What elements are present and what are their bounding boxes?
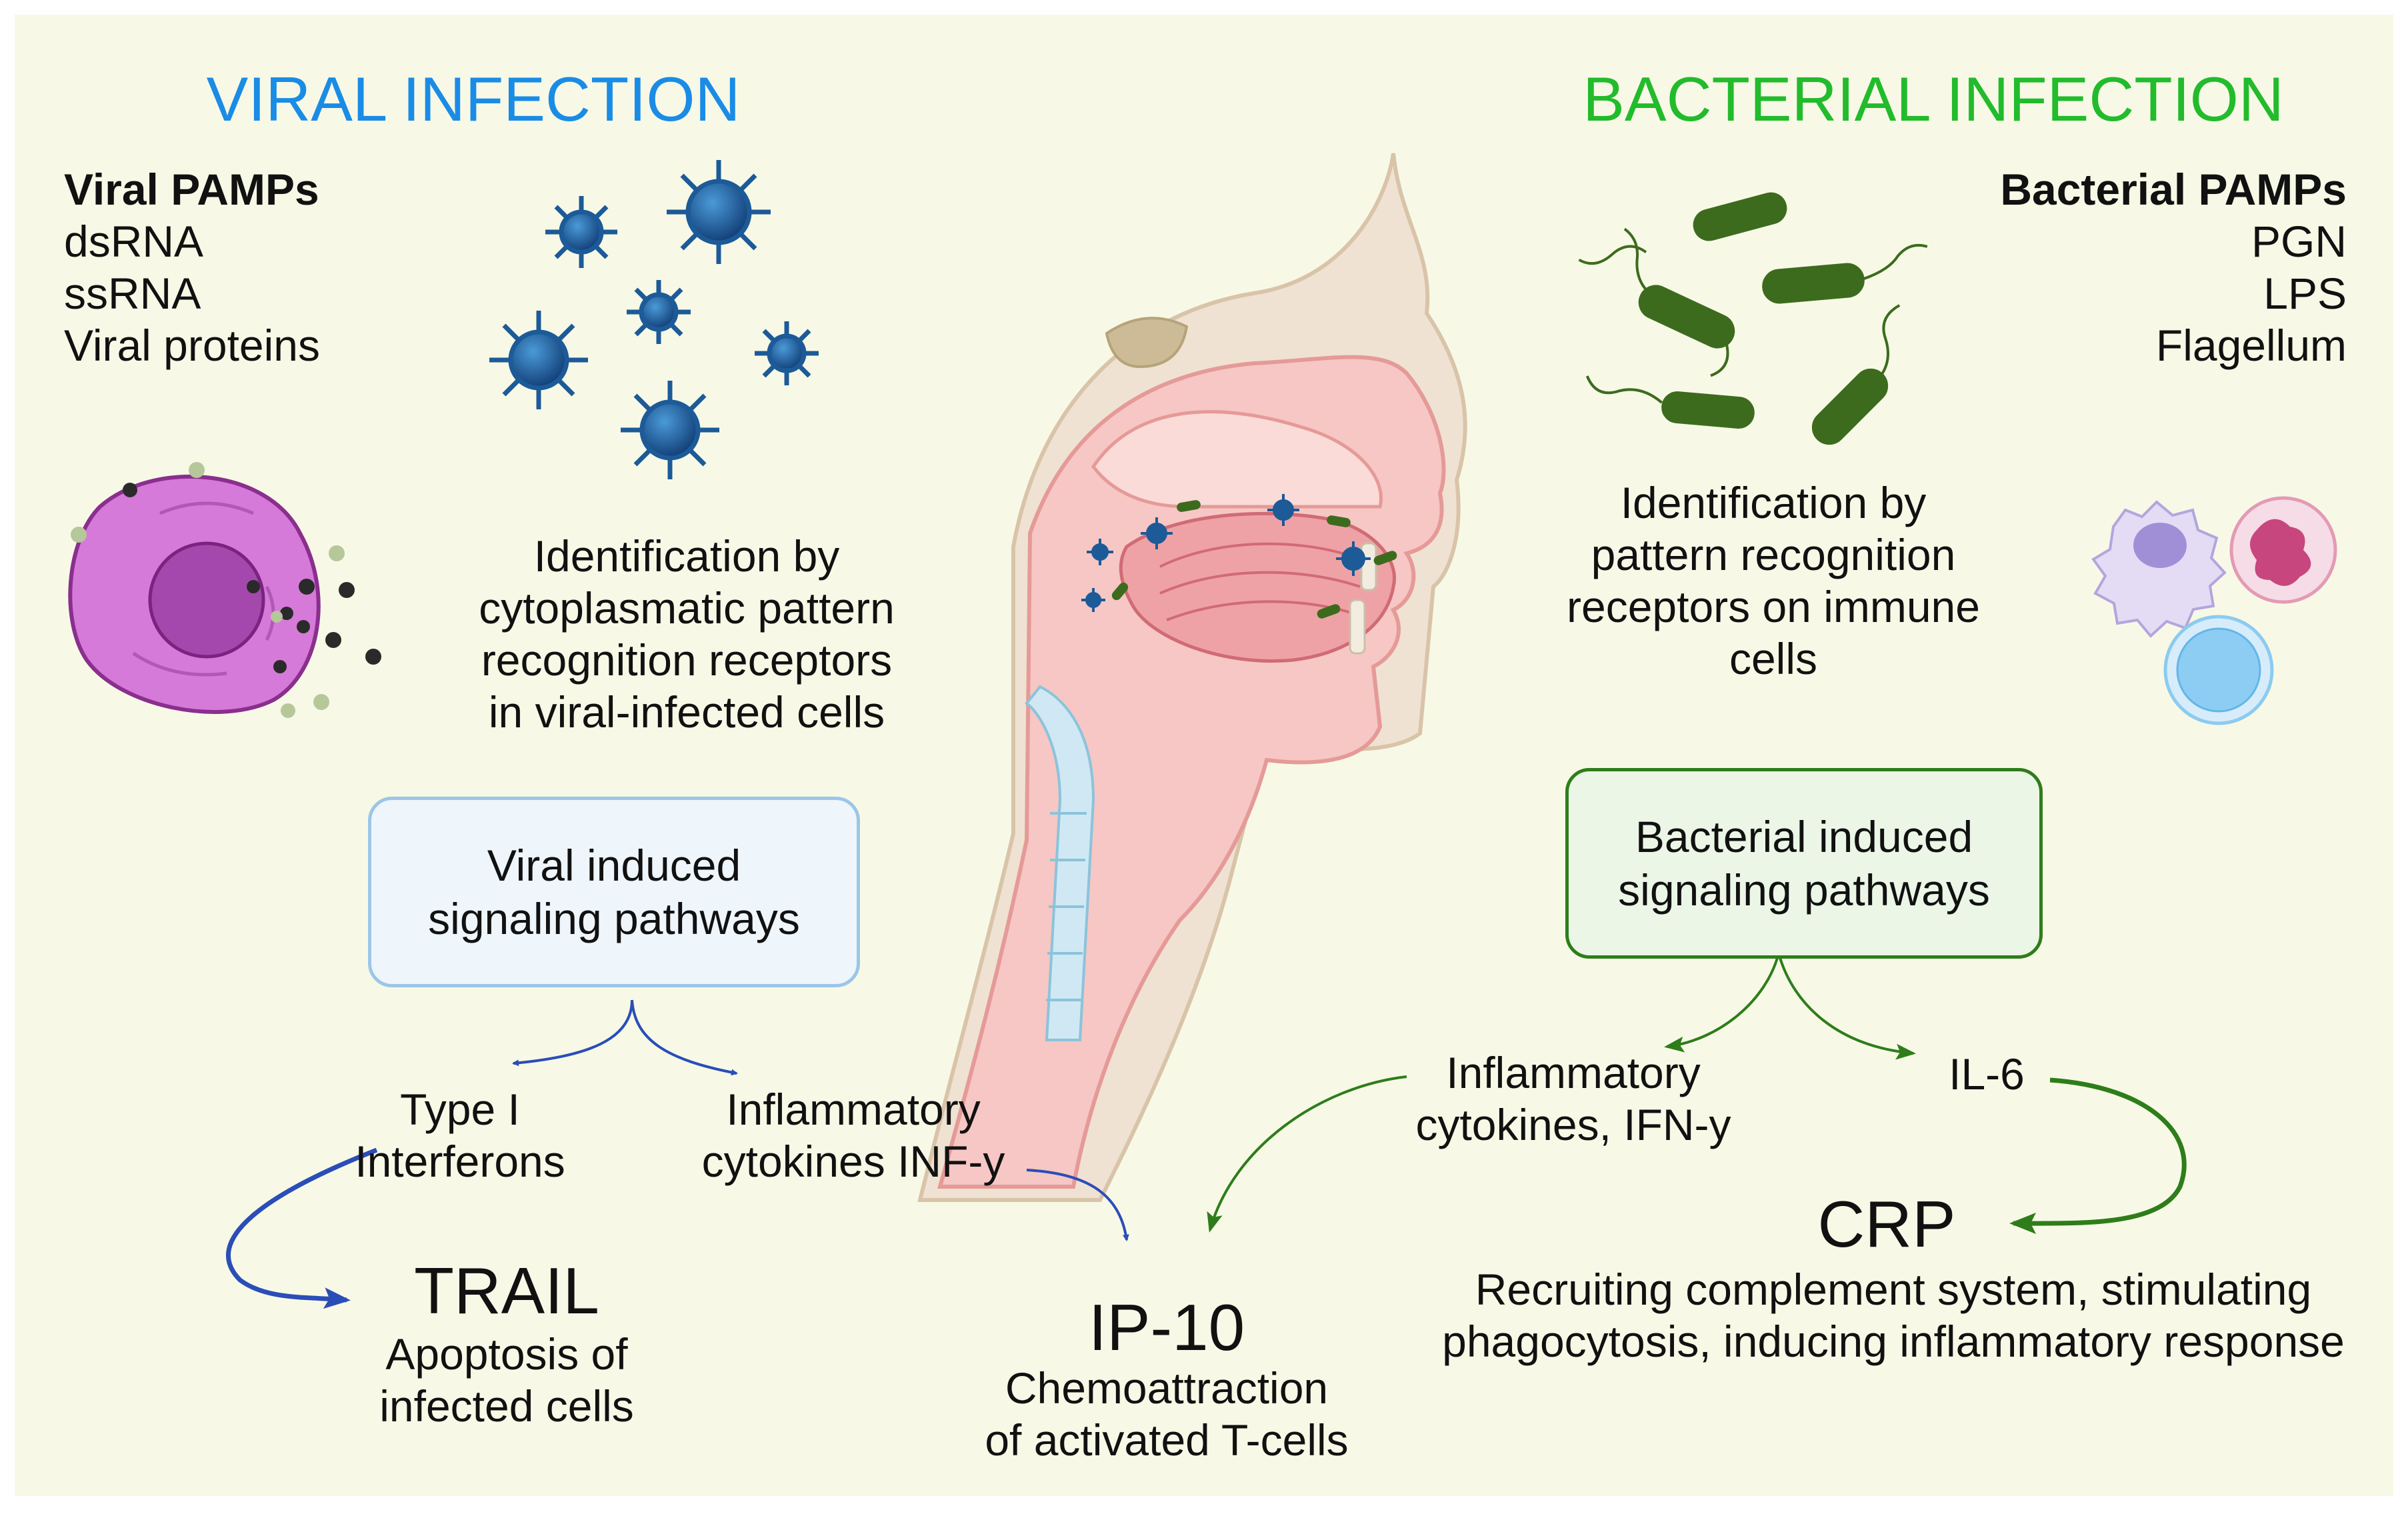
arrow-type1-to-trail: [225, 1147, 378, 1309]
trail-description: Apoptosis of infected cells: [333, 1328, 680, 1432]
bacterial-inflammatory-label: Inflammatory cytokines, IFN-y: [1387, 1047, 1760, 1151]
virus-icon: [627, 280, 691, 344]
crp-desc-line: Recruiting complement system, stimulatin…: [1475, 1265, 2312, 1314]
bacterial-identification-line: Identification by: [1620, 478, 1927, 527]
virus-icon: [545, 196, 617, 268]
bacterial-pamps-list: Bacterial PAMPs PGN LPS Flagellum: [1933, 163, 2347, 371]
type1-line: Interferons: [355, 1137, 565, 1186]
bacterial-signaling-box: Bacterial induced signaling pathways: [1565, 768, 2043, 959]
crp-title: CRP: [1817, 1187, 1956, 1261]
trail-desc-line: infected cells: [379, 1381, 634, 1431]
virus-icon: [621, 381, 719, 479]
viral-pamp-item: dsRNA: [64, 217, 204, 266]
bacterial-box-line: signaling pathways: [1618, 865, 1990, 915]
arrow-inflammatory-to-ip10-bacterial: [1207, 1075, 1407, 1233]
viral-inflammatory-line: cytokines INF-y: [701, 1137, 1005, 1186]
type1-interferons-label: Type I Interferons: [320, 1083, 600, 1187]
arrow-to-il6: [1777, 953, 1916, 1060]
arrow-il6-to-crp: [2009, 1077, 2187, 1235]
arrow-to-inflammatory-bacterial: [1664, 953, 1780, 1053]
viral-identification-line: cytoplasmatic pattern: [479, 583, 895, 633]
bacterium-icon: [1623, 227, 1735, 377]
bacterium-icon: [1585, 375, 1755, 429]
bacterial-pamp-item: LPS: [2263, 269, 2347, 318]
bacterial-pamp-item: Flagellum: [2155, 321, 2347, 370]
ip10-description: Chemoattraction of activated T-cells: [947, 1362, 1387, 1466]
viral-pamps-title: Viral PAMPs: [64, 165, 319, 214]
viral-inflammatory-label: Inflammatory cytokines INF-y: [673, 1083, 1033, 1187]
trail-desc-line: Apoptosis of: [385, 1329, 628, 1379]
bacterial-title: BACTERIAL INFECTION: [1583, 64, 2284, 134]
virus-icon: [667, 160, 771, 264]
lymphocyte-icon: [2163, 615, 2274, 725]
bacterial-box-line: Bacterial induced: [1635, 812, 1973, 861]
type1-line: Type I: [400, 1085, 520, 1134]
bacterial-identification-line: pattern recognition: [1591, 530, 1956, 579]
neutrophil-icon: [2229, 496, 2337, 604]
viral-pamps-list: Viral PAMPs dsRNA ssRNA Viral proteins: [64, 163, 437, 371]
viral-identification-line: in viral-infected cells: [488, 687, 885, 737]
viral-identification-line: Identification by: [533, 531, 840, 581]
viral-pamp-item: Viral proteins: [64, 321, 320, 370]
infected-cell-icon: [68, 462, 381, 718]
bacterial-pamp-item: PGN: [2251, 217, 2347, 266]
viral-arrows: [225, 999, 1129, 1309]
virus-cluster: [489, 160, 819, 479]
arrow-inflammatory-to-ip10: [1026, 1169, 1129, 1241]
bacterial-arrows: [1207, 953, 2187, 1235]
viral-pamp-item: ssRNA: [64, 269, 201, 318]
virus-icon: [489, 311, 588, 409]
viral-box-line: Viral induced: [487, 841, 741, 890]
viral-inflammatory-line: Inflammatory: [726, 1085, 981, 1134]
arrow-to-inflammatory-viral: [631, 999, 738, 1076]
trail-title: TRAIL: [414, 1254, 599, 1327]
ip10-title: IP-10: [1088, 1291, 1245, 1364]
viral-identification-text: Identification by cytoplasmatic pattern …: [427, 530, 947, 738]
bacterial-inflammatory-line: Inflammatory: [1446, 1048, 1701, 1097]
ip10-desc-line: Chemoattraction: [1005, 1363, 1329, 1413]
bacterium-icon: [1762, 243, 1928, 304]
bacteria-cluster: [1578, 192, 1928, 445]
il6-label: IL-6: [1949, 1049, 2025, 1099]
bacterial-identification-line: cells: [1729, 634, 1818, 683]
viral-title: VIRAL INFECTION: [206, 64, 741, 134]
immune-cells: [2091, 496, 2337, 725]
bacterium-icon: [1578, 192, 1787, 265]
bacterial-identification-text: Identification by pattern recognition re…: [1540, 477, 2007, 685]
bacterial-pamps-title: Bacterial PAMPs: [2000, 165, 2347, 214]
bacterial-identification-line: receptors on immune: [1567, 582, 1980, 631]
crp-desc-line: phagocytosis, inducing inflammatory resp…: [1442, 1317, 2345, 1366]
bacterial-inflammatory-line: cytokines, IFN-y: [1415, 1100, 1731, 1149]
macrophage-icon: [2091, 500, 2227, 638]
bacterium-icon: [1811, 304, 1901, 445]
airway-illustration: [917, 153, 1467, 1202]
viral-box-line: signaling pathways: [428, 894, 800, 943]
virus-icon: [755, 321, 819, 385]
arrow-to-type1-interferons: [512, 999, 633, 1067]
ip10-desc-line: of activated T-cells: [985, 1415, 1349, 1465]
crp-description: Recruiting complement system, stimulatin…: [1400, 1263, 2387, 1367]
viral-identification-line: recognition receptors: [481, 635, 893, 685]
viral-signaling-box: Viral induced signaling pathways: [368, 797, 860, 987]
